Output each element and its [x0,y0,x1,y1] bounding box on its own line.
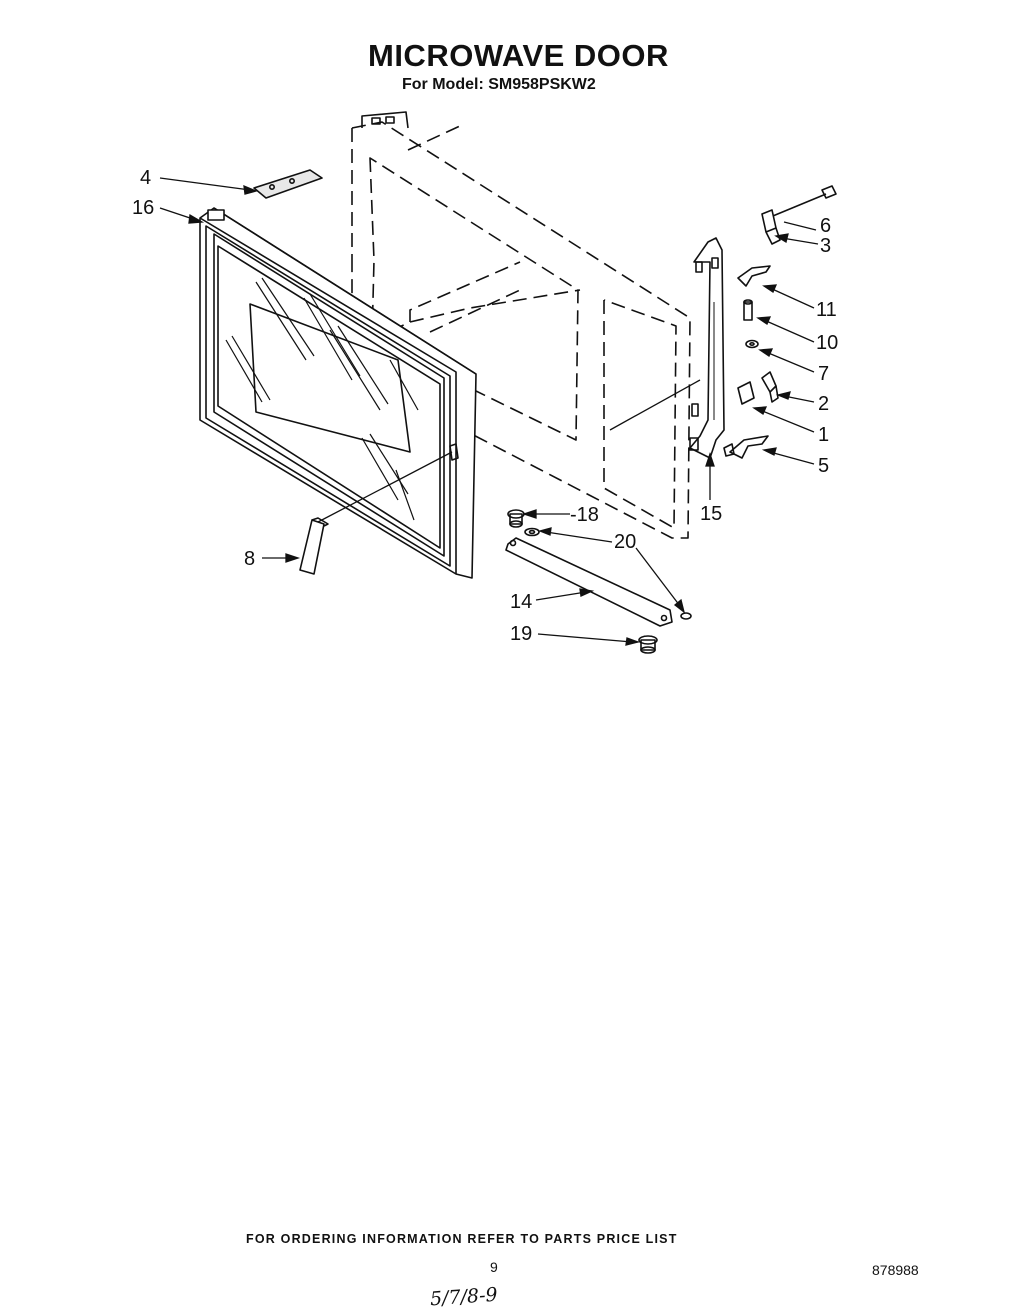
callout-7: 7 [818,363,829,385]
callout-6: 6 [820,215,831,237]
callout-16: 16 [132,197,154,219]
page-number: 9 [490,1259,498,1275]
part-20-washer [524,527,692,620]
callout-18: -18 [570,504,599,526]
callout-15: 15 [700,503,722,525]
ordering-info-note: FOR ORDERING INFORMATION REFER TO PARTS … [246,1232,678,1246]
callout-1: 1 [818,424,829,446]
document-number: 878988 [872,1262,919,1278]
part-11-lever [737,265,771,287]
callout-4: 4 [140,167,151,189]
part-7-washer [745,339,759,349]
part-14-link-arm [505,537,673,627]
part-16-door-assembly [199,207,477,579]
part-15-latch-plate [689,237,725,459]
callout-8: 8 [244,548,255,570]
handwritten-note: 5/7/8-9 [429,1283,499,1311]
door-glass-reflections [225,277,419,521]
part-19-stud [638,635,658,654]
part-5-lower-latch [723,435,769,459]
callout-19: 19 [510,623,532,645]
part-2-switch-actuator [761,371,779,403]
part-3-latch-hook [761,209,781,245]
part-6-screw [767,185,837,219]
model-subtitle: For Model: SM958PSKW2 [402,76,596,93]
frame-top-tab [361,111,409,129]
part-10-pin [743,299,753,321]
callout-5: 5 [818,455,829,477]
callout-10: 10 [816,332,838,354]
callout-3: 3 [820,235,831,257]
callout-2: 2 [818,393,829,415]
part-8-latch-lever [299,517,329,575]
part-4-hinge-plate [253,169,323,199]
callout-14: 14 [510,591,532,613]
callout-20: 20 [614,531,636,553]
diagram-title: MICROWAVE DOOR [368,38,669,73]
part-1-switch [737,381,755,405]
part-18-stud [507,509,525,528]
callout-11: 11 [816,299,837,321]
